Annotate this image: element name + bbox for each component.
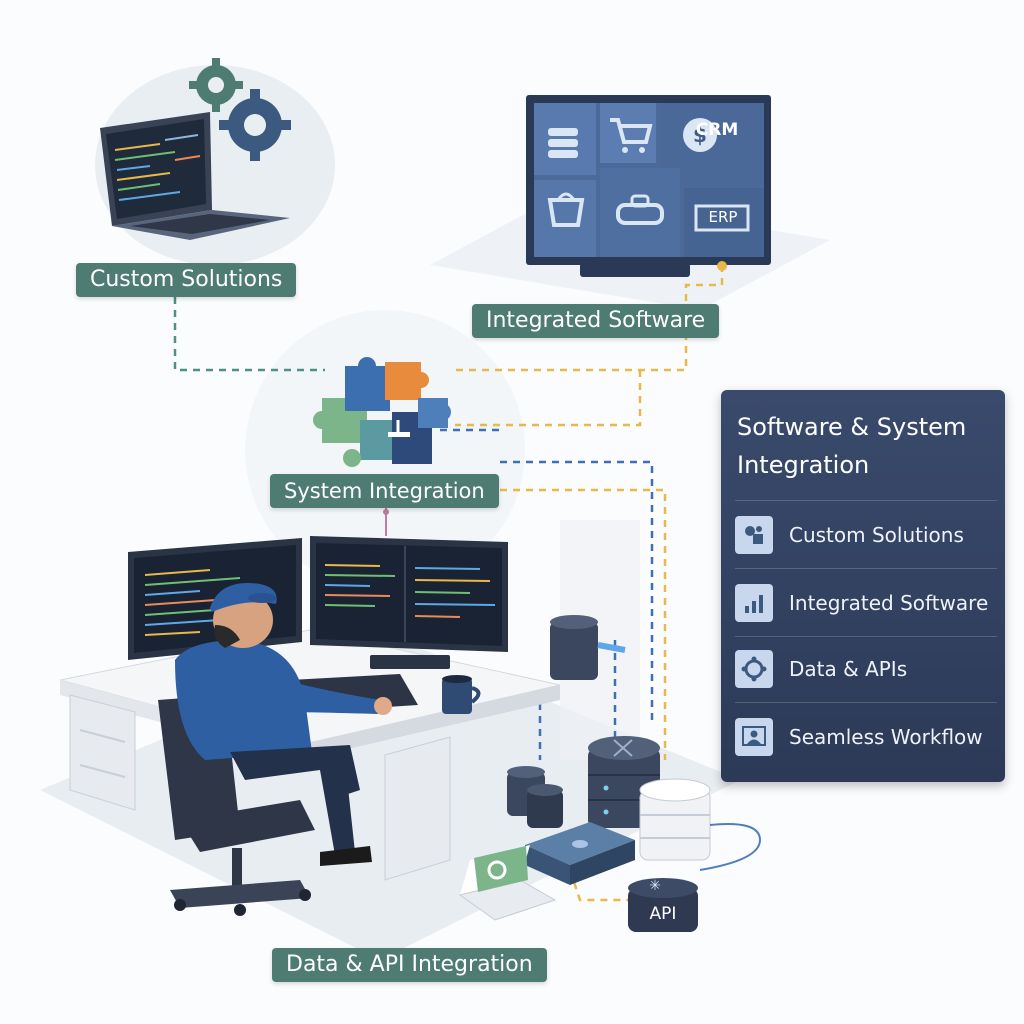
panel-item-label: Integrated Software: [789, 591, 989, 615]
panel-item-custom-solutions: Custom Solutions: [735, 512, 997, 558]
cart-icon: [610, 118, 653, 144]
divider: [735, 500, 997, 501]
legend-panel: Software & System Integration Custom Sol…: [721, 390, 1005, 782]
data-api-integration-label: Data & API Integration: [272, 948, 547, 982]
panel-title: Software & System Integration: [737, 413, 967, 479]
panel-item-data-apis: Data & APIs: [735, 646, 997, 692]
bar-chart-icon: [735, 584, 773, 622]
svg-text:$: $: [693, 123, 707, 147]
user-presentation-icon: [735, 718, 773, 756]
panel-item-label: Seamless Workflow: [789, 725, 983, 749]
custom-solutions-label: Custom Solutions: [76, 263, 297, 297]
panel-item-label: Data & APIs: [789, 657, 908, 681]
gear-icon: [487, 860, 507, 880]
api-database: ✳: [628, 878, 698, 932]
integrated-software-monitor: $: [526, 95, 771, 277]
dollar-icon: [683, 118, 717, 152]
erp-tile-label: ERP: [708, 208, 738, 226]
coffee-mug: [442, 675, 481, 714]
divider: [735, 568, 997, 569]
crm-tile-label: CRM: [695, 120, 739, 140]
divider: [735, 702, 997, 703]
panel-item-label: Custom Solutions: [789, 523, 964, 547]
system-integration-label: System Integration: [270, 474, 499, 508]
developer-person: [175, 583, 392, 866]
panel-item-integrated-software: Integrated Software: [735, 580, 997, 626]
puzzle-gear-icon: [735, 516, 773, 554]
panel-item-seamless-workflow: Seamless Workflow: [735, 714, 997, 760]
server-stack: [507, 615, 762, 871]
network-gear-icon: [735, 650, 773, 688]
center-monitor: [310, 536, 508, 669]
gear-icon: [189, 58, 243, 112]
integrated-software-label: Integrated Software: [472, 304, 720, 338]
svg-text:✳: ✳: [649, 878, 661, 894]
tablet-device: [458, 845, 557, 921]
divider: [735, 636, 997, 637]
shopping-bag-icon: [547, 198, 585, 227]
network-switch: [525, 822, 635, 885]
gear-icon: [219, 89, 291, 161]
laptop: [100, 112, 290, 240]
puzzle-integration-icon: [313, 357, 451, 467]
api-label: API: [649, 904, 677, 924]
